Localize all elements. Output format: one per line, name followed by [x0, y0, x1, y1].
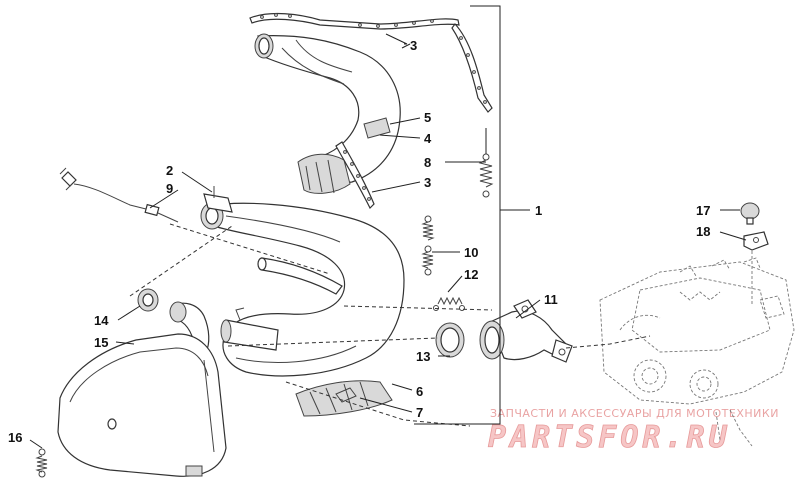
- spring-12: [433, 296, 465, 311]
- callout-9: 9: [166, 181, 173, 196]
- callout-14: 14: [94, 313, 109, 328]
- heat-shield-strip-lower: [335, 141, 375, 210]
- assembly-bracket-1: [414, 5, 530, 425]
- spring-16: [35, 448, 48, 478]
- callout-3-lower: 3: [424, 175, 431, 190]
- temperature-sensor: [59, 167, 179, 223]
- heat-shield-lower: [295, 380, 393, 417]
- callout-5: 5: [424, 110, 431, 125]
- exhaust-manifold-11: [479, 299, 573, 363]
- watermark-caption: ЗАПЧАСТИ И АКСЕССУАРЫ ДЛЯ МОТОТЕХНИКИ: [490, 407, 779, 420]
- callout-1: 1: [535, 203, 542, 218]
- callout-17: 17: [696, 203, 710, 218]
- spring-8: [478, 128, 494, 198]
- expansion-chamber-upper-section: [254, 33, 401, 194]
- leader-lines: [29, 33, 747, 449]
- callout-12: 12: [464, 267, 478, 282]
- callout-8: 8: [424, 155, 431, 170]
- knob-17: [740, 202, 760, 225]
- callout-11: 11: [544, 292, 558, 307]
- callout-18: 18: [696, 224, 710, 239]
- engine-ghost: [599, 246, 795, 447]
- heat-shield-strip-top: [249, 12, 493, 113]
- seal-ring-13: [435, 322, 465, 358]
- gasket-14: [137, 288, 159, 312]
- expansion-chamber-main: [200, 186, 405, 377]
- callout-3-top: 3: [410, 38, 417, 53]
- callout-6: 6: [416, 384, 423, 399]
- callout-4: 4: [424, 131, 432, 146]
- watermark-logo: PARTSFOR.RU: [488, 420, 731, 455]
- callout-16: 16: [8, 430, 22, 445]
- callout-15: 15: [94, 335, 108, 350]
- callout-7: 7: [416, 405, 423, 420]
- watermark: ЗАПЧАСТИ И АКСЕССУАРЫ ДЛЯ МОТОТЕХНИКИ PA…: [488, 407, 779, 455]
- callout-labels: 1 2 3 3 4 5 6 7 8 9 10 11 12 13 14 15 16…: [8, 38, 710, 445]
- muffler-15: [57, 301, 227, 477]
- callout-2: 2: [166, 163, 173, 178]
- callout-10: 10: [464, 245, 478, 260]
- springs-10: [421, 215, 435, 276]
- callout-13: 13: [416, 349, 430, 364]
- bracket-18: [743, 231, 769, 251]
